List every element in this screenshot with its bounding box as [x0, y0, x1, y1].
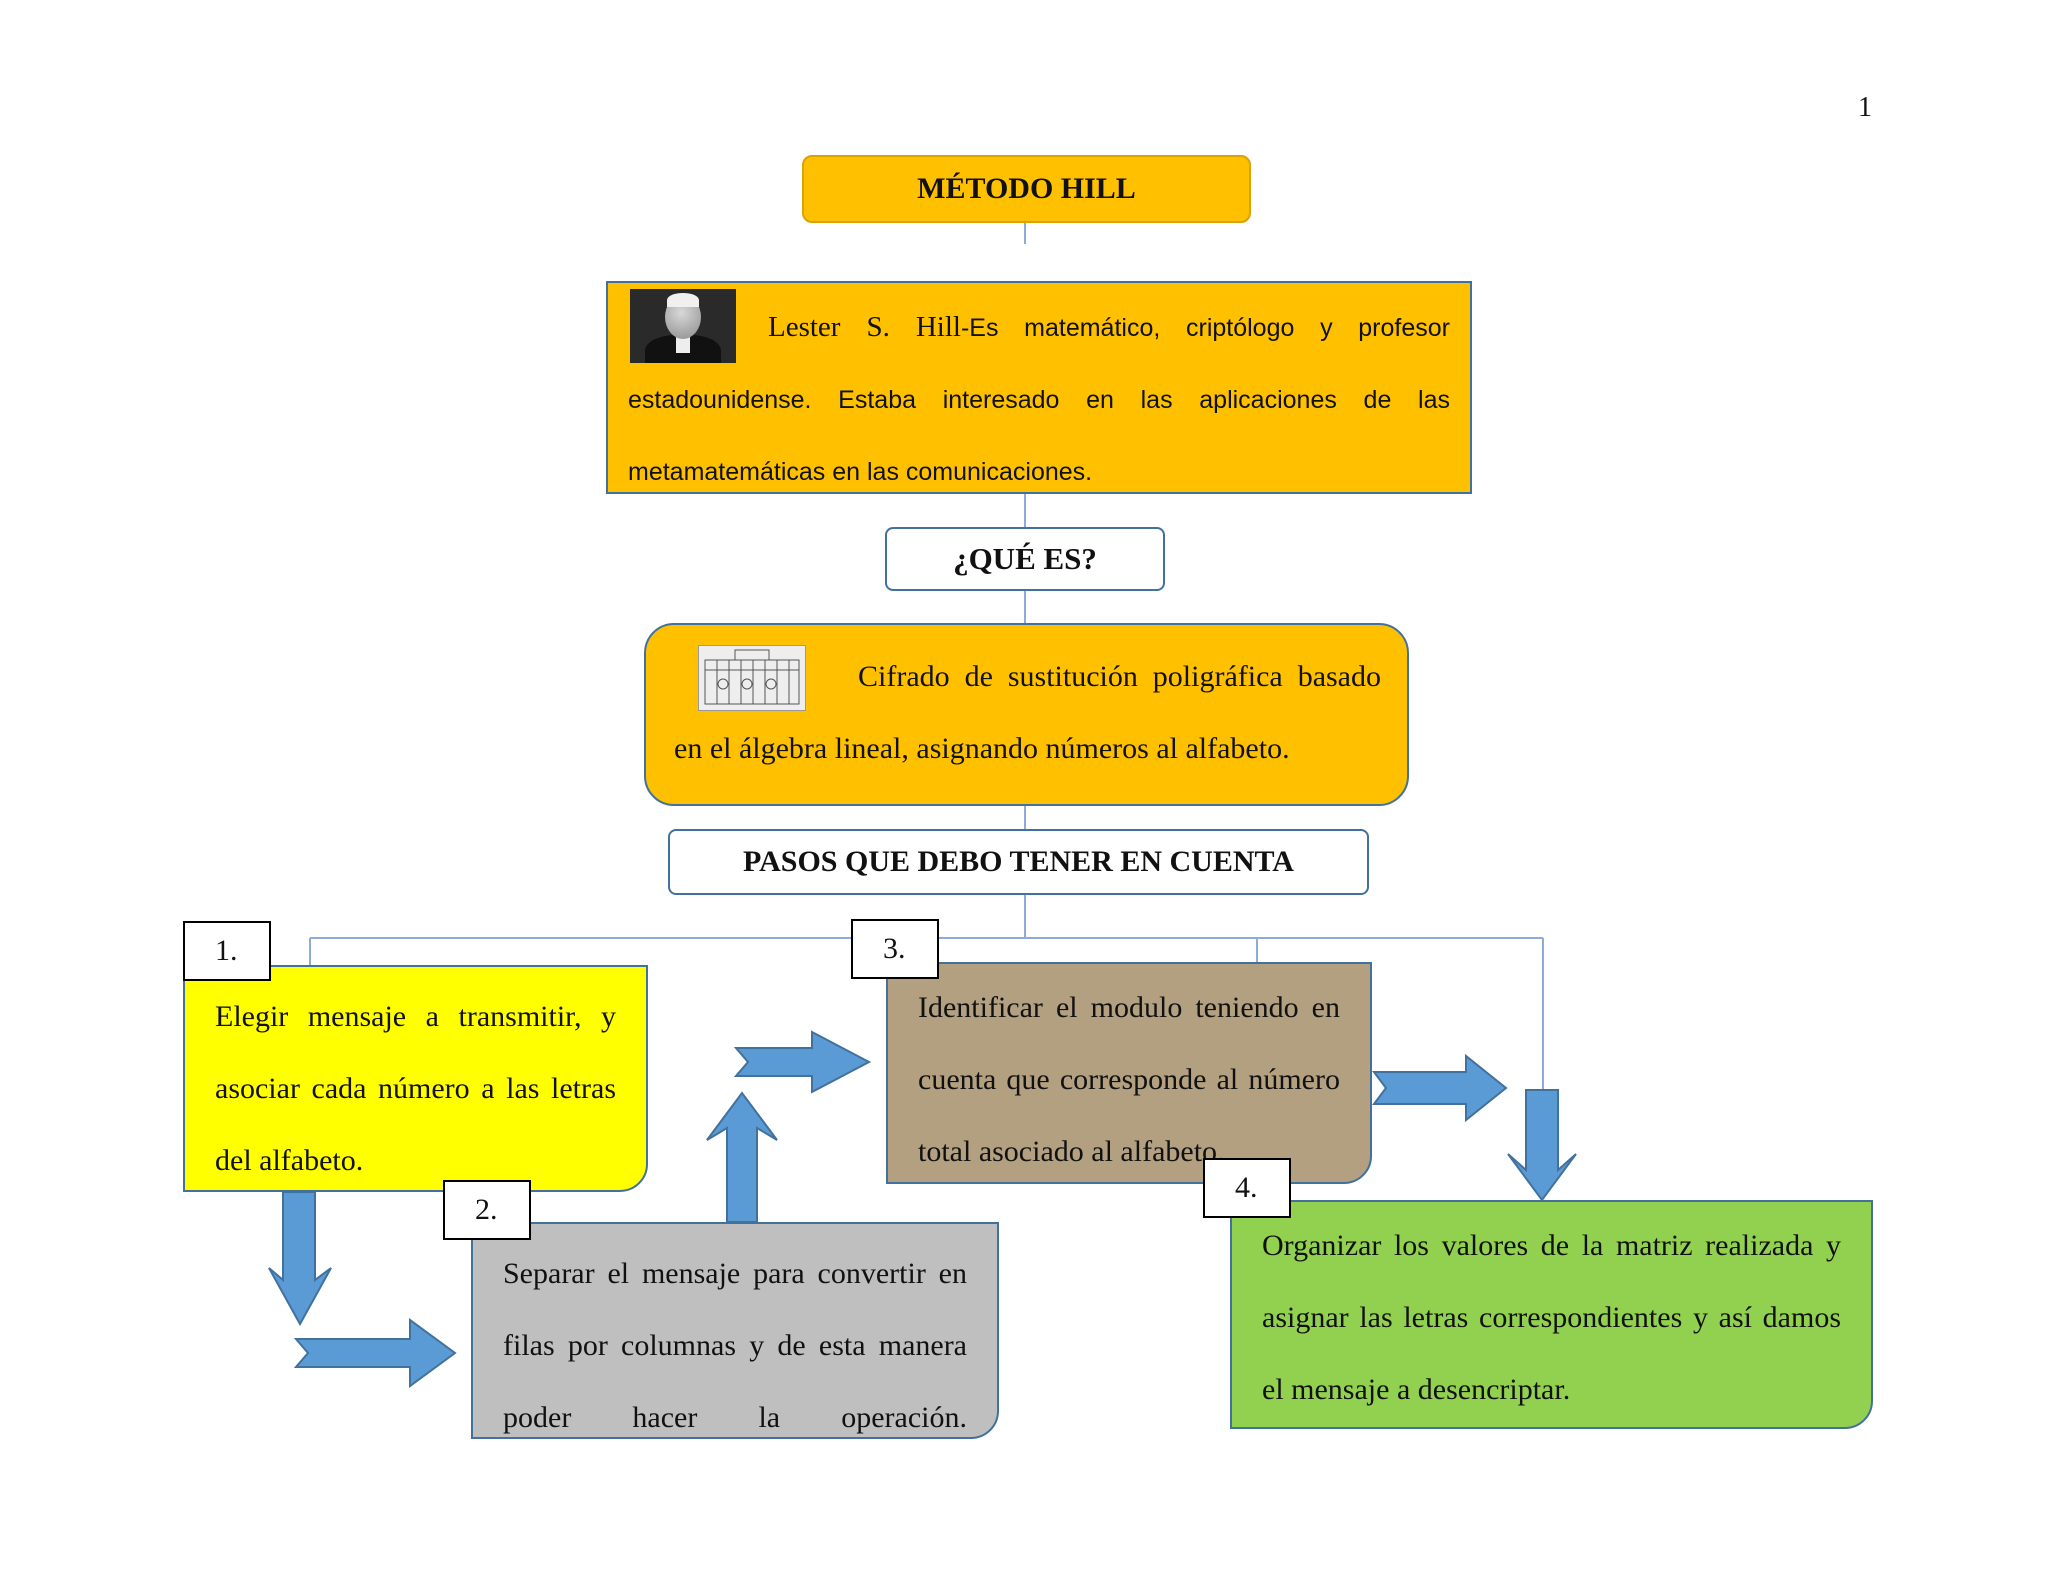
- page-number: 1: [1858, 92, 1872, 123]
- question-box: ¿QUÉ ES?: [885, 527, 1165, 591]
- step-1-box: Elegir mensaje a transmitir, y asociar c…: [183, 965, 648, 1192]
- cipher-machine-drawing: [698, 645, 806, 711]
- arrow-right-5: [1372, 1053, 1508, 1123]
- bio-name: Lester S. Hill: [768, 311, 961, 343]
- arrow-up-3: [706, 1091, 778, 1223]
- portrait-photo: [630, 289, 736, 363]
- steps-header-text: PASOS QUE DEBO TENER EN CUENTA: [743, 845, 1294, 878]
- steps-header: PASOS QUE DEBO TENER EN CUENTA: [668, 829, 1369, 895]
- flow-arrows: [268, 1030, 1577, 1388]
- step-1-number: 1.: [183, 921, 271, 981]
- step-2-text: Separar el mensaje para convertir en fil…: [503, 1257, 967, 1434]
- arrow-right-2: [293, 1318, 457, 1388]
- portrait-collar: [676, 335, 690, 353]
- portrait-hair: [667, 293, 699, 307]
- step-4-box: Organizar los valores de la matriz reali…: [1230, 1200, 1873, 1429]
- title-box: MÉTODO HILL: [802, 155, 1251, 223]
- step-3-text: Identificar el modulo teniendo en cuenta…: [918, 991, 1340, 1168]
- definition-box: Cifrado de sustitución poligráfica basad…: [644, 623, 1409, 806]
- arrow-right-4: [733, 1030, 872, 1094]
- arrow-down-6: [1507, 1089, 1577, 1202]
- bio-description: -Es matemático, criptólogo y profesor es…: [628, 314, 1450, 486]
- definition-text: Cifrado de sustitución poligráfica basad…: [674, 660, 1381, 765]
- step-2-number: 2.: [443, 1180, 531, 1240]
- step-4-text: Organizar los valores de la matriz reali…: [1262, 1229, 1841, 1406]
- arrow-down-1: [268, 1191, 332, 1327]
- step-3-number: 3.: [851, 919, 939, 979]
- step-3-box: Identificar el modulo teniendo en cuenta…: [886, 962, 1372, 1184]
- step-2-box: Separar el mensaje para convertir en fil…: [471, 1222, 999, 1439]
- bio-box: Lester S. Hill-Es matemático, criptólogo…: [606, 281, 1472, 494]
- step-1-text: Elegir mensaje a transmitir, y asociar c…: [215, 1000, 616, 1177]
- question-text: ¿QUÉ ES?: [953, 541, 1097, 576]
- bio-text: Lester S. Hill-Es matemático, criptólogo…: [628, 291, 1450, 508]
- title-text: MÉTODO HILL: [917, 172, 1136, 205]
- step-4-number: 4.: [1203, 1158, 1291, 1218]
